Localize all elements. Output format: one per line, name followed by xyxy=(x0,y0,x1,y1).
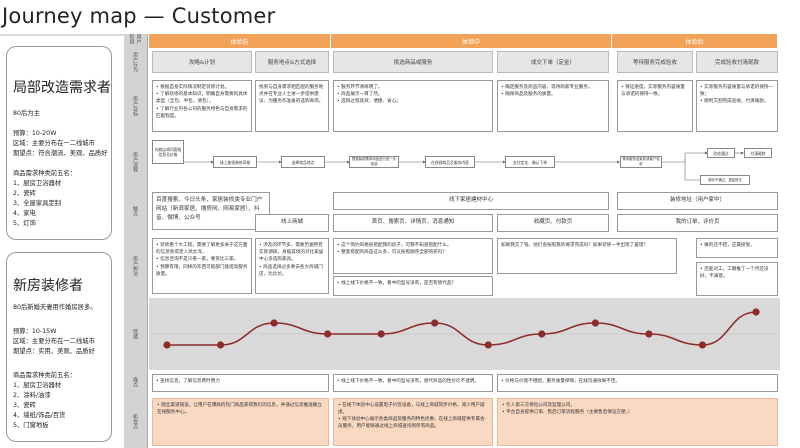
persona-item: 1、厨房卫浴器材 xyxy=(13,180,62,187)
emotion-point xyxy=(484,341,492,349)
emotion-point xyxy=(698,341,707,349)
emotion-curve xyxy=(153,308,775,349)
persona-item: 3、瓷砖 xyxy=(13,402,36,409)
row-label-pain: 痛点 xyxy=(124,370,148,394)
row-label-behavior: 用户行为 xyxy=(124,48,148,76)
goal-wait: • 保证进度，实际服务内容质量与承诺的保持一致。 xyxy=(617,80,693,132)
touchpoint-orders: 我的订单、评价页 xyxy=(617,214,778,232)
persona-item: 4、墙纸/饰品/百货 xyxy=(13,412,66,419)
persona-age: 80后为主 xyxy=(13,110,40,117)
row-label-stage: 用户阶段 xyxy=(124,34,148,48)
thought: • 线上线下价格不一致，看中的型号没有，是否有替代品？ xyxy=(333,276,493,296)
stage-during: 体验中 xyxy=(331,34,612,48)
persona-items-title: 商品需求种类前五名： xyxy=(13,372,76,379)
persona-budget: 预算：10-15W xyxy=(13,328,57,335)
persona-item: 4、家电 xyxy=(13,210,36,217)
thought: • 装修看个大工程，需要了解更多关于这方面的信息免得走入坑太深。 • 信息咨询不… xyxy=(152,238,252,294)
thought: • 这个简约风格很搭配我的房子，可我不知道搭配什么。 • 整套搭配的商品这么多，… xyxy=(333,238,493,274)
touchpoint-online-media: 百度搜索、今日头条、家居装修类专业门户网站（新浪家居、搜房网、网易家居）、抖音、… xyxy=(152,192,270,230)
flow-step: 支付定金、确认下单 xyxy=(505,156,555,168)
flow-step: 验收通过 xyxy=(707,148,735,158)
persona-item: 2、瓷砖 xyxy=(13,190,36,197)
flow-connectors xyxy=(183,151,744,182)
flow-step: 付清尾款 xyxy=(744,148,772,158)
persona-age: 80后新婚夫妻用作婚房居多。 xyxy=(13,304,97,311)
thought: • 还能对工，工期推了一个月还没好，不满意。 xyxy=(696,262,778,296)
row-label-touchpoint: 触点 xyxy=(124,188,148,234)
persona-card-2: 新房装修者 80后新婚夫妻用作婚房居多。 预算：10-15W 区域：主要分布在一… xyxy=(6,252,112,442)
pain-point: • 线上线下价格不一致，看中的型号没有，替代商品的性价比不透明。 xyxy=(333,374,493,392)
row-label-goal: 用户目标 xyxy=(124,76,148,136)
emotion-point xyxy=(216,341,225,349)
flow-step: 在线线商品及服务内容 xyxy=(425,156,475,168)
row-label-emotion: 情绪 xyxy=(124,298,148,370)
opportunity: • 引入第三方保险公司及监理公司。 • 平台自身提供订单、售后订单流程服务（主要… xyxy=(497,398,778,446)
flow-step: 根据装修需求商品进行进一步挑选 xyxy=(349,156,399,168)
opportunity: • 随全渠道铺设，让用户在爆款的热门商品获得我们的信息，并通过信息推送确立在线服… xyxy=(152,398,329,446)
goal-select: • 服务环节清晰明了。 • 商品展示一目了然。 • 选购过程高效、便捷、省心。 xyxy=(333,80,493,132)
touchpoint-offline-center: 线下家居建材中心 xyxy=(333,192,609,210)
emotion-point xyxy=(377,330,385,338)
substage-choose: 服务地点&方式选择 xyxy=(255,51,329,73)
substage-plan: 攻略&计划 xyxy=(152,51,252,73)
persona-name: 局部改造需求者 xyxy=(13,80,111,96)
emotion-point xyxy=(645,330,653,338)
emotion-point xyxy=(324,330,332,338)
row-label-flow: 用户流程 xyxy=(124,136,148,188)
persona-item: 5、灯饰 xyxy=(13,220,36,227)
emotion-point xyxy=(431,319,439,327)
thought: • 涉及的环节多，需要历遍所有实际调研，身临其境的对比家居中心多选购家具。 • … xyxy=(255,238,329,294)
persona-region: 区域：主要分布在一二线城市 xyxy=(13,140,95,147)
emotion-point xyxy=(270,319,278,327)
opportunity: • 在线下体验中心设置电子价签设备，与线上商城同步价格，减少用户疑虑。 • 线下… xyxy=(333,398,493,446)
flow-step: 选择商品地点 xyxy=(281,156,325,168)
touchpoint-pages: 首页、搜索页、详情页、消息通知 xyxy=(333,214,493,232)
emotion-point xyxy=(591,319,599,327)
substage-select: 挑选商品或服务 xyxy=(333,51,493,73)
persona-items-title: 商品需求种类前五名： xyxy=(13,170,76,177)
touchpoint-payment: 收藏页、付款页 xyxy=(497,214,609,232)
pain-point: • 查找信息，了解信息费时费力 xyxy=(152,374,329,392)
title-underline xyxy=(0,34,140,36)
persona-card-1: 局部改造需求者 80后为主 预算：10-20W 区域：主要分布在一二线城市 期望… xyxy=(6,46,112,240)
touchpoint-mall: 线上商城 xyxy=(255,214,329,232)
touchpoint-home: 装修地址（用户家中） xyxy=(617,192,778,210)
thought: • 做的还不错，应属接受。 xyxy=(696,238,778,258)
thought: 如果我交了钱，他们会按照我的要求完成吗？如果装修一半出现了差错？ xyxy=(497,238,677,274)
persona-region: 区域：主要分布在一二线城市 xyxy=(13,338,95,345)
persona-name: 新房装修者 xyxy=(13,278,83,294)
flow-step: 等待服务结束前请客户验收 xyxy=(620,156,662,168)
goal-plan: • 根据自身实际情况制定装修计划。 • 了解装修的基本知识，明确自身需要的具体类… xyxy=(152,80,252,132)
substage-wait: 等待服务完成验收 xyxy=(617,51,693,73)
persona-item: 3、全屋家具定制 xyxy=(13,200,62,207)
persona-item: 1、厨房卫浴器材 xyxy=(13,382,62,389)
emotion-point xyxy=(752,308,760,316)
emotion-point xyxy=(163,341,171,349)
row-label-thoughts: 用户想法 xyxy=(124,234,148,298)
goal-finish: • 实际服务内容质量与承诺的保持一致； • 顺利交割完成验收，付清尾款。 xyxy=(696,80,778,132)
stage-after: 体验后 xyxy=(612,34,778,48)
persona-focus: 期望点：符合潮流、美观、品质好 xyxy=(13,150,108,157)
substage-order: 成交下单（定金） xyxy=(497,51,609,73)
pain-point: • 价格与价值不相配，服务质量保障，在线沟通效果不佳。 xyxy=(497,374,778,392)
row-label-opportunity: 机会点 xyxy=(124,394,148,448)
persona-item: 5、门窗地板 xyxy=(13,422,49,429)
persona-item: 2、涂料/油漆 xyxy=(13,392,51,399)
persona-focus: 期望点：实用、美观、品质好 xyxy=(13,348,95,355)
flow-step: 验收不通过，重复修正 xyxy=(700,175,750,185)
emotion-point xyxy=(538,330,546,338)
stage-before: 体验前 xyxy=(149,34,331,48)
flow-step: 向商店询问客服信息及价格 xyxy=(152,140,184,164)
substage-finish: 完成验收付清尾款 xyxy=(696,51,778,73)
goal-choose: 找到与自身需求相匹配的服务地点并在专业人士进一步提供建议、为服务作准备的选购商场… xyxy=(255,80,329,132)
page-title: Journey map — Customer xyxy=(2,4,276,28)
flow-step: 线上查找装修风格 xyxy=(213,156,257,168)
goal-order: • 确定服务及商品内容，等待商家专业服务。 • 确保商品及服务的质量。 xyxy=(497,80,609,132)
persona-budget: 预算：10-20W xyxy=(13,130,57,137)
